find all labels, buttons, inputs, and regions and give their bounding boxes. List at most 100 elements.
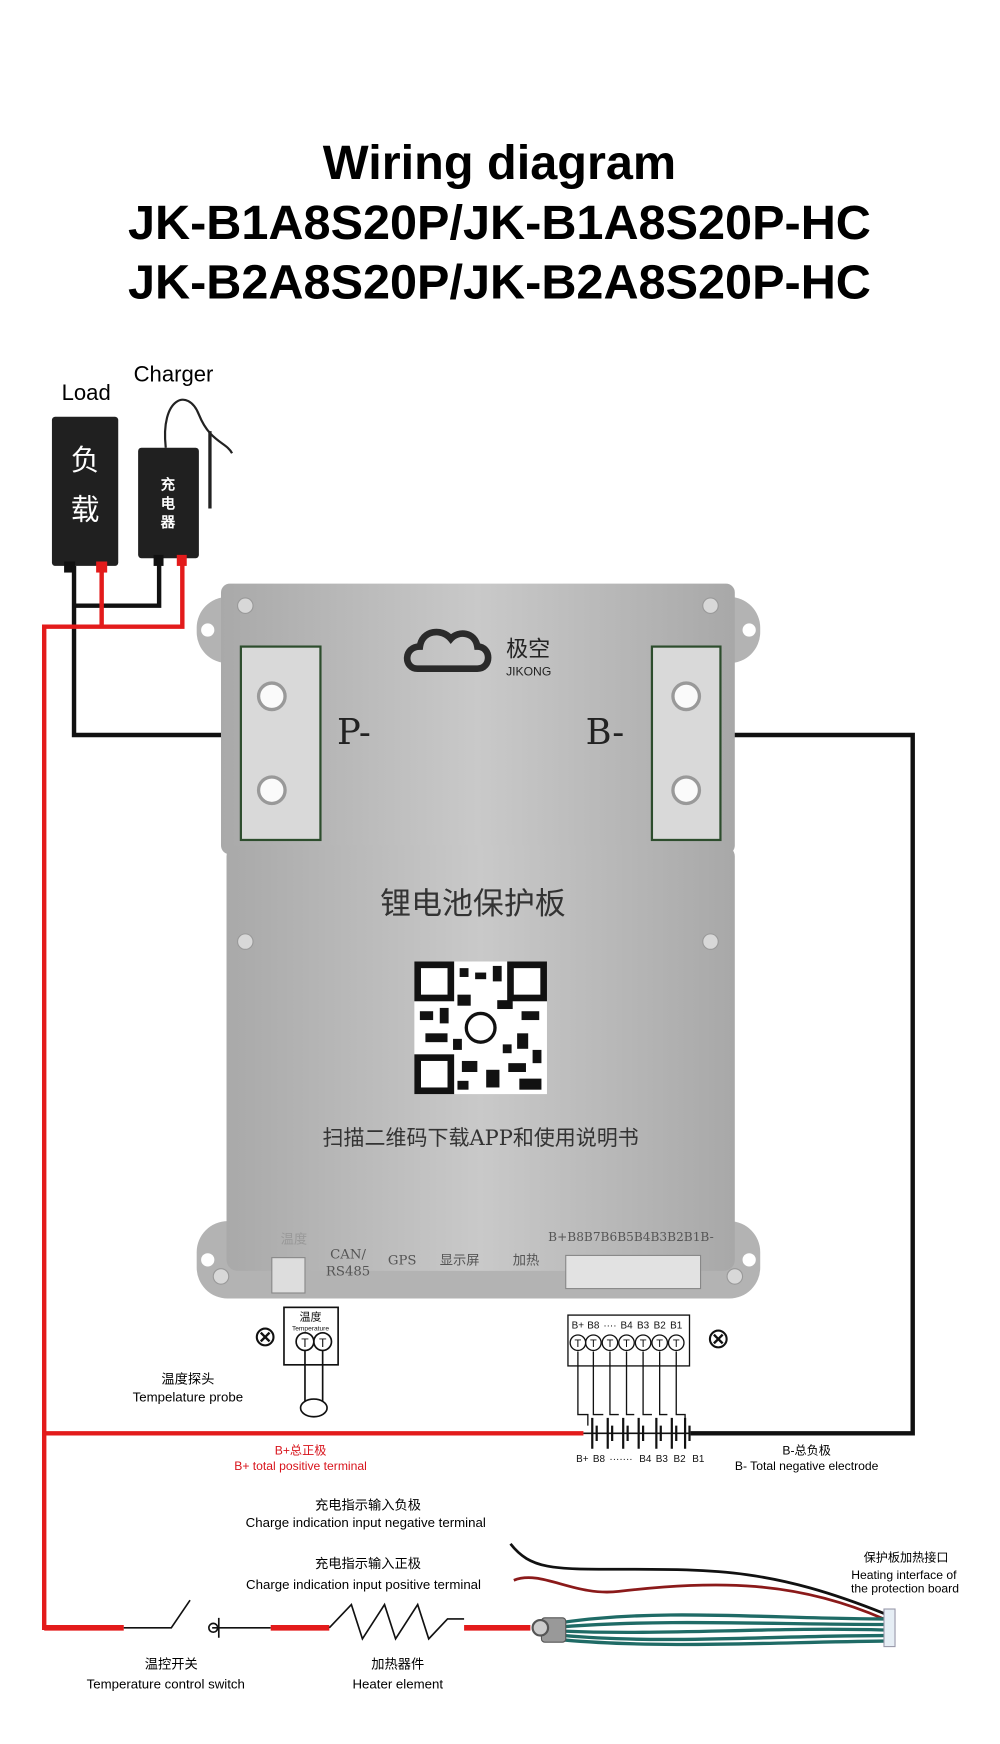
battery-cell xyxy=(655,1417,662,1449)
port-temp-label: 温度 xyxy=(281,1231,308,1247)
probe-label-cn: 温度探头 xyxy=(161,1372,214,1387)
port-heat-label: 加热 xyxy=(513,1252,540,1268)
charge-neg-en: Charge indication input negative termina… xyxy=(246,1515,486,1530)
balance-label: B4 xyxy=(620,1320,633,1331)
balance-label: B8 xyxy=(587,1320,600,1331)
b-minus-terminal xyxy=(650,645,722,842)
battery-cell xyxy=(591,1417,598,1449)
title-line-2: JK-B1A8S20P/JK-B1A8S20P-HC xyxy=(128,196,871,250)
heat-interface-cn: 保护板加热接口 xyxy=(864,1550,949,1565)
port-balance-label: B+B8B7B6B5B4B3B2B1B- xyxy=(548,1230,714,1244)
cell-label: B4 xyxy=(639,1454,652,1465)
battery-cell xyxy=(637,1417,645,1449)
charger-text-2: 电 xyxy=(161,494,176,512)
port-display-label: 显示屏 xyxy=(440,1253,480,1268)
balance-pin xyxy=(601,1334,619,1352)
port-can-label-1: CAN/ xyxy=(330,1248,366,1263)
top-wires xyxy=(41,558,915,1631)
cell-label: B1 xyxy=(692,1454,705,1465)
battery-cell xyxy=(622,1417,629,1449)
load-label: Load xyxy=(62,380,111,405)
probe-label-en: Tempelature probe xyxy=(133,1389,243,1404)
temp-pin-1: T xyxy=(301,1336,309,1350)
cell-label: B+ xyxy=(576,1454,589,1465)
charge-neg-cn: 充电指示输入负极 xyxy=(315,1498,421,1513)
charge-pos-cn: 充电指示输入正极 xyxy=(315,1556,421,1571)
balance-label: B2 xyxy=(654,1320,667,1331)
temp-port[interactable] xyxy=(271,1257,306,1294)
heating-connector[interactable] xyxy=(883,1608,896,1648)
balance-pin xyxy=(651,1334,669,1352)
charge-indication-labels: 充电指示输入负极 Charge indication input negativ… xyxy=(246,1498,486,1593)
bplus-label-cn: B+总正极 xyxy=(275,1443,327,1457)
b-minus-wire xyxy=(690,732,915,1436)
charger-cord xyxy=(163,398,234,454)
board-name: 锂电池保护板 xyxy=(380,886,566,922)
temp-connector-title-en: Temperature xyxy=(292,1326,329,1333)
heating-harness xyxy=(563,1613,885,1647)
charge-negative-wire xyxy=(509,1542,885,1615)
heater-label-en: Heater element xyxy=(352,1677,443,1692)
heater-circuit xyxy=(44,1542,896,1648)
charger-text-1: 充 xyxy=(161,476,176,494)
temp-probe xyxy=(299,1398,328,1418)
qr-code[interactable] xyxy=(414,961,547,1095)
battery-cell xyxy=(670,1417,678,1449)
heating-interface-label: 保护板加热接口 Heating interface of the protect… xyxy=(851,1550,959,1596)
balance-pin-label: T xyxy=(640,1338,647,1350)
lamp-icon-right: ⊗ xyxy=(706,1323,730,1355)
switch-label-en: Temperature control switch xyxy=(87,1677,245,1692)
load-device: 负 载 xyxy=(51,416,119,573)
balance-pin xyxy=(618,1334,635,1352)
jikong-logo: 极空 JIKONG xyxy=(403,628,551,678)
balance-label: B3 xyxy=(637,1320,650,1331)
balance-pin-label: T xyxy=(673,1338,680,1350)
balance-pin xyxy=(584,1334,602,1352)
p-minus-wire xyxy=(71,565,244,738)
brand-en: JIKONG xyxy=(506,664,551,678)
bplus-label-en: B+ total positive terminal xyxy=(234,1459,367,1473)
balance-label: ···· xyxy=(603,1320,616,1331)
cell-label: B2 xyxy=(673,1454,686,1465)
bminus-label-cn: B-总负极 xyxy=(782,1443,831,1457)
p-minus-terminal xyxy=(239,645,322,842)
battery-cell xyxy=(606,1417,614,1449)
battery-cell xyxy=(683,1417,691,1449)
port-gps-label: GPS xyxy=(388,1253,417,1268)
b-minus-label: B- xyxy=(586,712,625,753)
balance-pin-label: T xyxy=(607,1338,614,1350)
cell-label: ······· xyxy=(609,1454,632,1465)
heater-label-cn: 加热器件 xyxy=(371,1657,424,1672)
charge-positive-wire xyxy=(513,1576,885,1621)
heat-interface-en-1: Heating interface of xyxy=(851,1568,957,1582)
charge-pos-en: Charge indication input positive termina… xyxy=(246,1577,481,1592)
p-minus-label: P- xyxy=(337,712,371,753)
balance-port[interactable] xyxy=(565,1254,702,1290)
charger-text-3: 器 xyxy=(160,514,176,531)
balance-label: B+ xyxy=(572,1320,585,1331)
positive-main-wire xyxy=(41,558,185,1631)
balance-pin-label: T xyxy=(575,1338,582,1350)
temperature-switch xyxy=(123,1599,191,1629)
cell-label: B8 xyxy=(593,1454,606,1465)
cell-label: B3 xyxy=(656,1454,669,1465)
balance-label: B1 xyxy=(670,1320,683,1331)
brand-cn: 极空 xyxy=(506,637,550,663)
bminus-label-en: B- Total negative electrode xyxy=(735,1459,879,1473)
lamp-icon-left: ⊗ xyxy=(253,1321,277,1353)
charger-label: Charger xyxy=(134,361,214,386)
temp-connector-title-cn: 温度 xyxy=(299,1310,321,1324)
heat-interface-en-2: the protection board xyxy=(851,1581,959,1595)
scan-instruction: 扫描二维码下载APP和使用说明书 xyxy=(323,1126,639,1150)
balance-pin-label: T xyxy=(656,1338,663,1350)
load-text-1: 负 xyxy=(71,443,100,477)
temp-connector: ⊗ 温度 Temperature T T xyxy=(253,1306,339,1418)
title-line-1: Wiring diagram xyxy=(323,136,676,190)
switch-label-cn: 温控开关 xyxy=(145,1657,198,1672)
balance-pin xyxy=(634,1334,652,1352)
protection-board: 极空 JIKONG P- B- 锂电池保护板 扫描二维码下载APP和使用说明书 … xyxy=(196,583,761,1299)
load-text-2: 载 xyxy=(71,493,100,527)
port-can-label-2: RS485 xyxy=(326,1264,370,1279)
